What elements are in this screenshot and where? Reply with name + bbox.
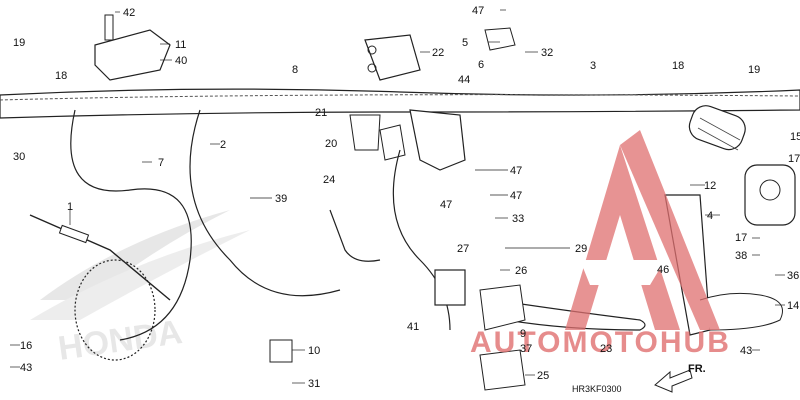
callout-12: 12 [704, 180, 716, 192]
callout-31: 31 [308, 378, 320, 390]
callout-11: 11 [175, 39, 186, 51]
callout-32: 32 [541, 47, 553, 59]
callout-42a: 43 [740, 345, 752, 357]
callout-44c: 47 [440, 199, 452, 211]
throttle-housing [744, 164, 796, 226]
callout-45: 46 [657, 264, 669, 276]
callout-30: 30 [13, 151, 25, 163]
automotohub-logo [565, 130, 720, 330]
callout-17a: 17 [788, 153, 800, 165]
switch-housing [349, 109, 466, 171]
callout-labels: 42 11 40 19 18 8 22 47 5 32 6 44 3 18 19… [13, 5, 800, 390]
callout-1: 1 [67, 201, 73, 213]
automotohub-watermark-text: AUTOMOTOHUB [470, 326, 731, 359]
connector [484, 27, 516, 51]
callout-7: 7 [158, 157, 164, 169]
callout-14: 14 [787, 300, 799, 312]
callout-29: 29 [575, 243, 587, 255]
diagram-code: HR3KF0300 [572, 384, 622, 394]
callout-24: 24 [323, 174, 335, 186]
callout-36: 37 [520, 343, 532, 355]
callout-16: 16 [20, 340, 32, 352]
callout-25: 25 [537, 370, 549, 382]
callout-39: 40 [175, 55, 187, 67]
callout-44a: 47 [510, 165, 522, 177]
bracket-25 [479, 349, 526, 391]
brake-lever [479, 284, 646, 331]
cable-adjuster [29, 214, 171, 301]
callout-6: 6 [478, 59, 484, 71]
callout-8: 8 [292, 64, 298, 76]
front-direction-arrow: FR. [654, 363, 706, 393]
callout-19b: 19 [748, 64, 760, 76]
leader-lines [10, 9, 785, 384]
handlebar [0, 88, 800, 119]
relay [364, 34, 421, 81]
callout-35: 36 [787, 270, 799, 282]
callout-46: 47 [472, 5, 484, 17]
callout-18b: 18 [672, 60, 684, 72]
callout-22: 22 [432, 47, 444, 59]
clutch-cable [70, 109, 341, 361]
direction-label: FR. [688, 363, 706, 375]
callout-44b: 47 [510, 190, 522, 202]
callout-23: 23 [600, 343, 612, 355]
callout-3: 3 [590, 60, 596, 72]
callout-38: 39 [275, 193, 287, 205]
callout-37: 38 [735, 250, 747, 262]
callout-9: 9 [520, 328, 526, 340]
callout-42b: 43 [20, 362, 32, 374]
callout-26: 26 [515, 265, 527, 277]
callout-40: 41 [407, 321, 419, 333]
callout-21: 21 [315, 107, 327, 119]
callout-10: 10 [308, 345, 320, 357]
callout-43: 44 [458, 74, 470, 86]
callout-4: 4 [707, 210, 713, 222]
callout-5: 5 [462, 37, 468, 49]
callout-20: 20 [325, 138, 337, 150]
right-grip [688, 105, 746, 151]
callout-19: 19 [13, 37, 25, 49]
wiring-harness [329, 149, 466, 331]
callout-18: 18 [55, 70, 67, 82]
callout-2: 2 [220, 139, 226, 151]
case-cover [94, 14, 171, 81]
callout-17b: 17 [735, 232, 747, 244]
callout-15: 15 [790, 131, 800, 143]
callout-41: 42 [123, 7, 135, 19]
callout-33: 33 [512, 213, 524, 225]
callout-27: 27 [457, 243, 469, 255]
clamp-10 [269, 339, 293, 363]
